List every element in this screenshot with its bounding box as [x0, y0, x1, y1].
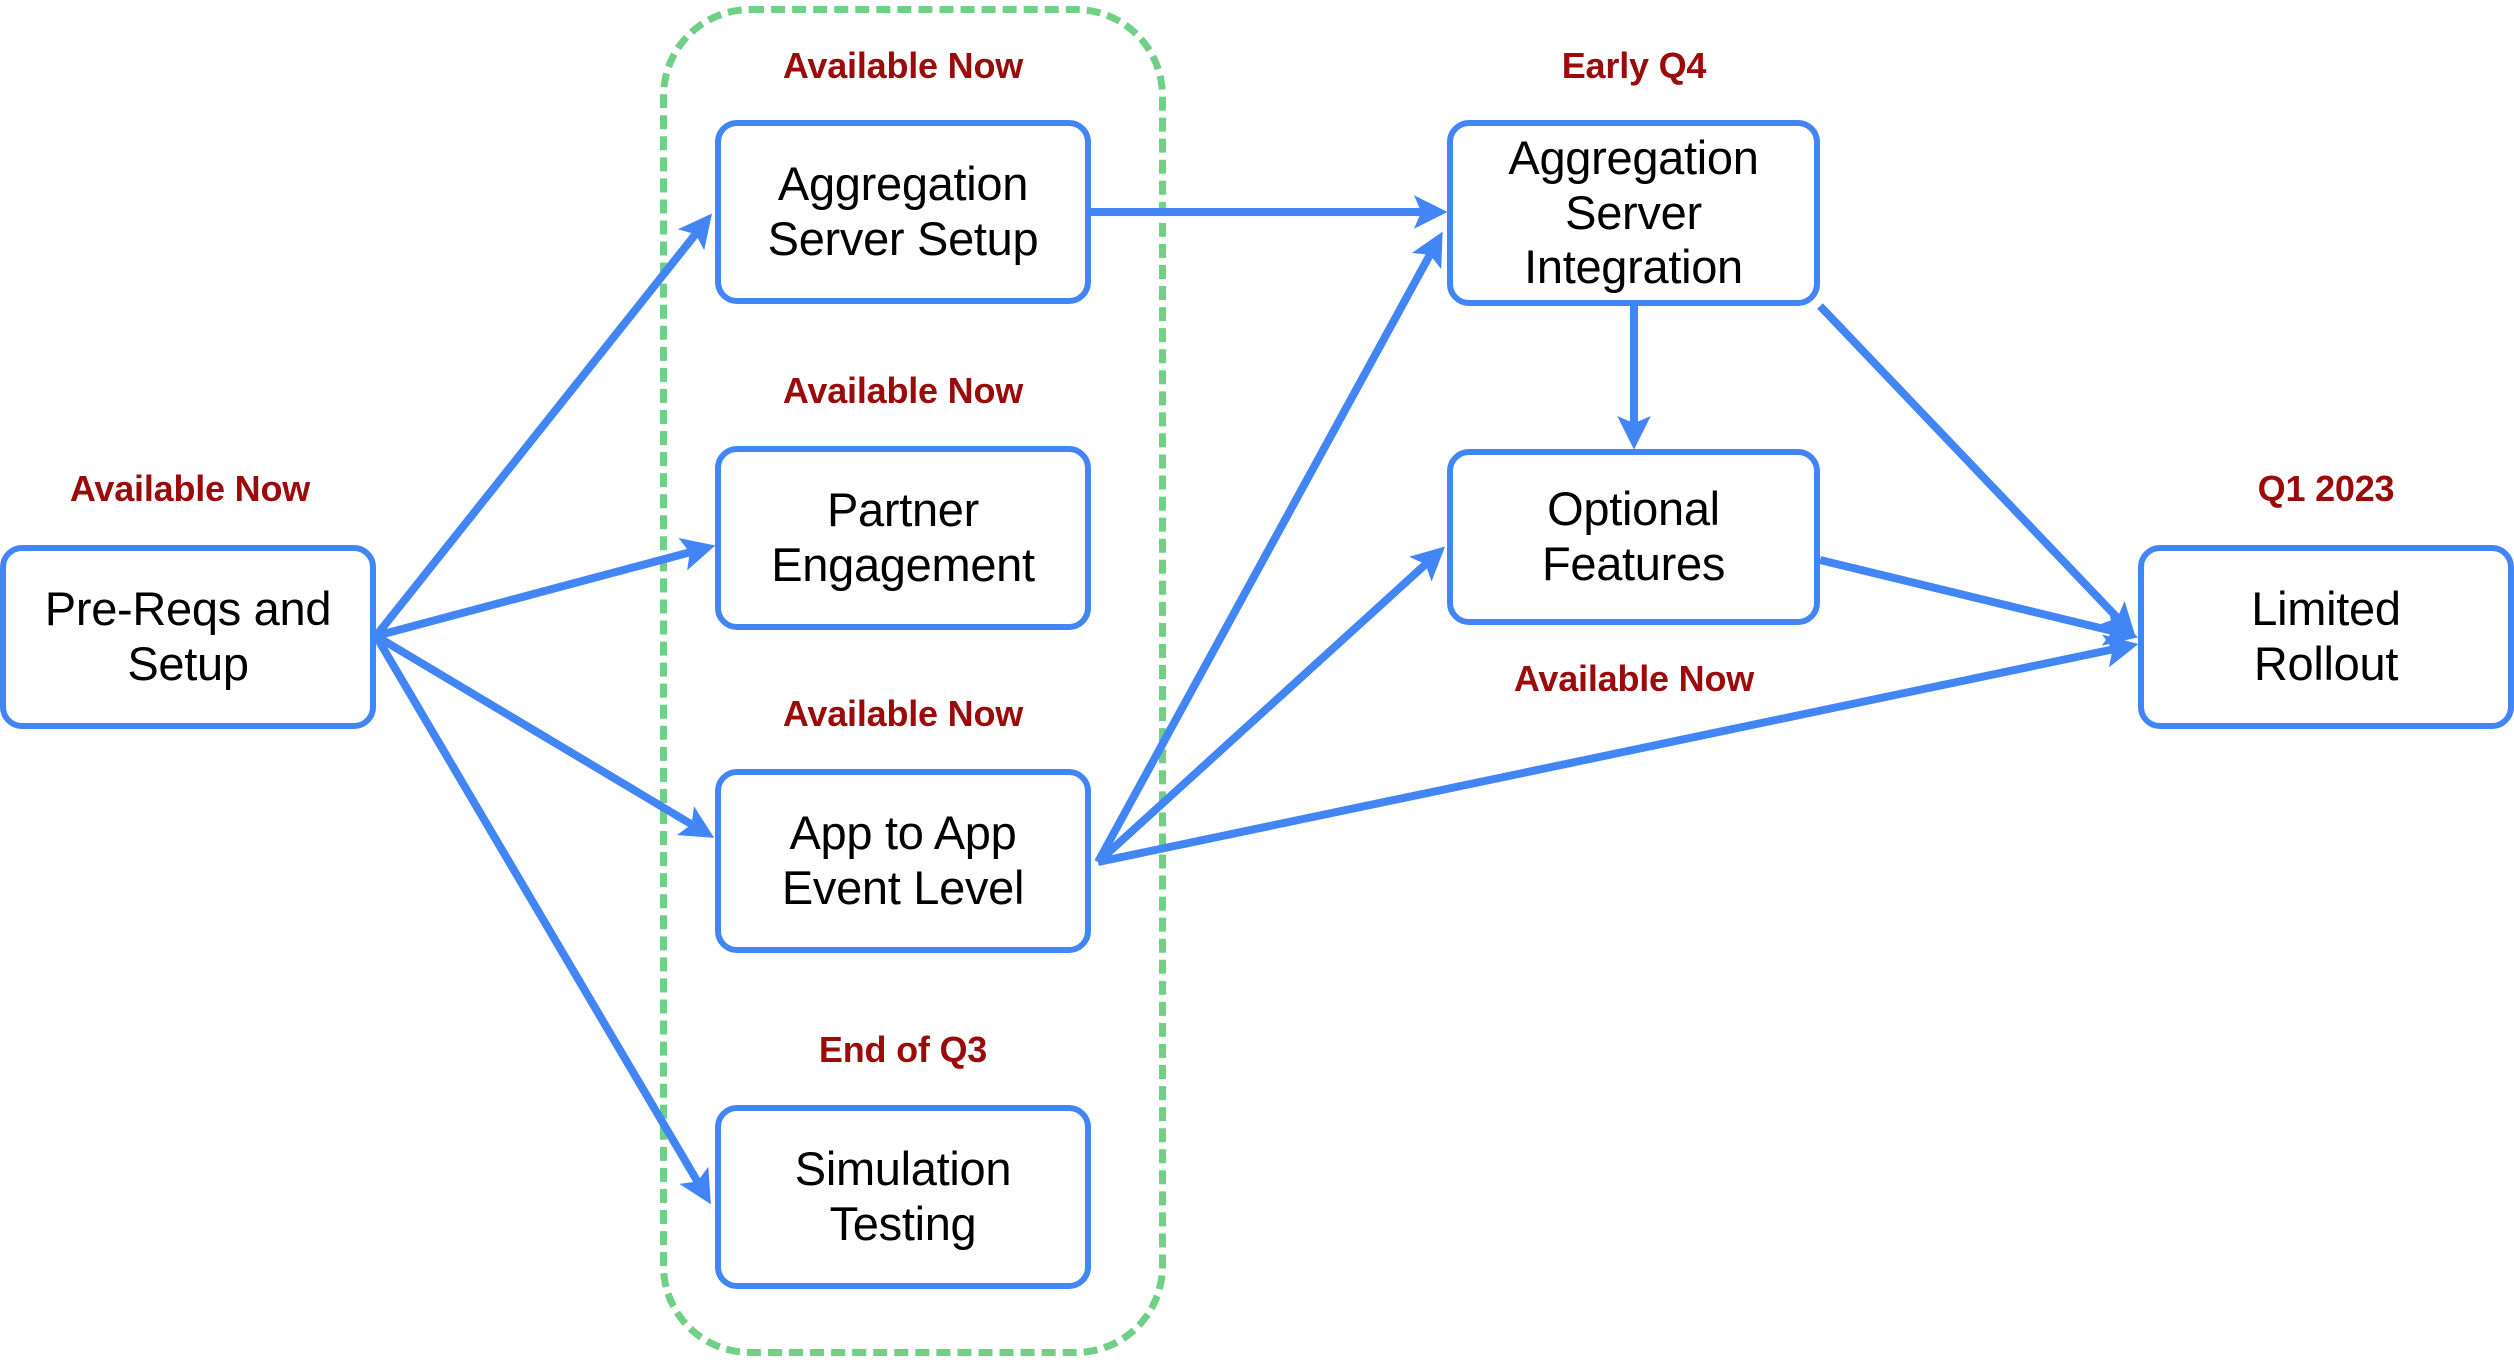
status-label-optional-features: Available Now [1513, 658, 1755, 699]
node-label: Aggregation Server Setup [767, 157, 1039, 265]
node-app-to-app-event-level[interactable]: App to App Event Level [715, 769, 1091, 953]
edge-pre-reqs-to-partner-engagement [374, 537, 716, 640]
edge-pre-reqs-to-aggregation-server-setup [372, 213, 712, 639]
status-label-partner-engagement: Available Now [782, 370, 1024, 411]
status-label-limited-rollout: Q1 2023 [2257, 468, 2395, 509]
status-label-aggregation-server-integration: Early Q4 [1561, 45, 1707, 86]
node-label: Limited Rollout [2251, 582, 2401, 690]
edge-optional-features-to-limited-rollout [1819, 556, 2139, 646]
node-partner-engagement[interactable]: Partner Engagement [715, 446, 1091, 630]
node-label: Aggregation Server Integration [1508, 131, 1759, 294]
edge-aggregation-server-integration-to-limited-rollout [1817, 303, 2136, 637]
status-label-aggregation-server-setup: Available Now [782, 45, 1024, 86]
node-label: Pre-Reqs and Setup [44, 582, 332, 690]
node-label: Simulation Testing [794, 1142, 1012, 1250]
node-aggregation-server-integration[interactable]: Aggregation Server Integration [1447, 120, 1820, 306]
status-label-app-to-app-event-level: Available Now [782, 693, 1024, 734]
node-simulation-testing[interactable]: Simulation Testing [715, 1105, 1091, 1289]
node-label: App to App Event Level [781, 806, 1025, 914]
edge-pre-reqs-to-simulation-testing [372, 633, 711, 1205]
node-optional-features[interactable]: Optional Features [1447, 449, 1820, 625]
node-aggregation-server-setup[interactable]: Aggregation Server Setup [715, 120, 1091, 304]
node-limited-rollout[interactable]: Limited Rollout [2138, 545, 2514, 729]
status-label-simulation-testing: End of Q3 [818, 1029, 988, 1070]
node-label: Partner Engagement [771, 483, 1035, 591]
edge-pre-reqs-to-app-to-app-event-level [373, 632, 715, 838]
node-label: Optional Features [1541, 482, 1726, 590]
node-pre-reqs-and-setup[interactable]: Pre-Reqs and Setup [0, 545, 376, 729]
status-label-pre-reqs: Available Now [69, 468, 311, 509]
